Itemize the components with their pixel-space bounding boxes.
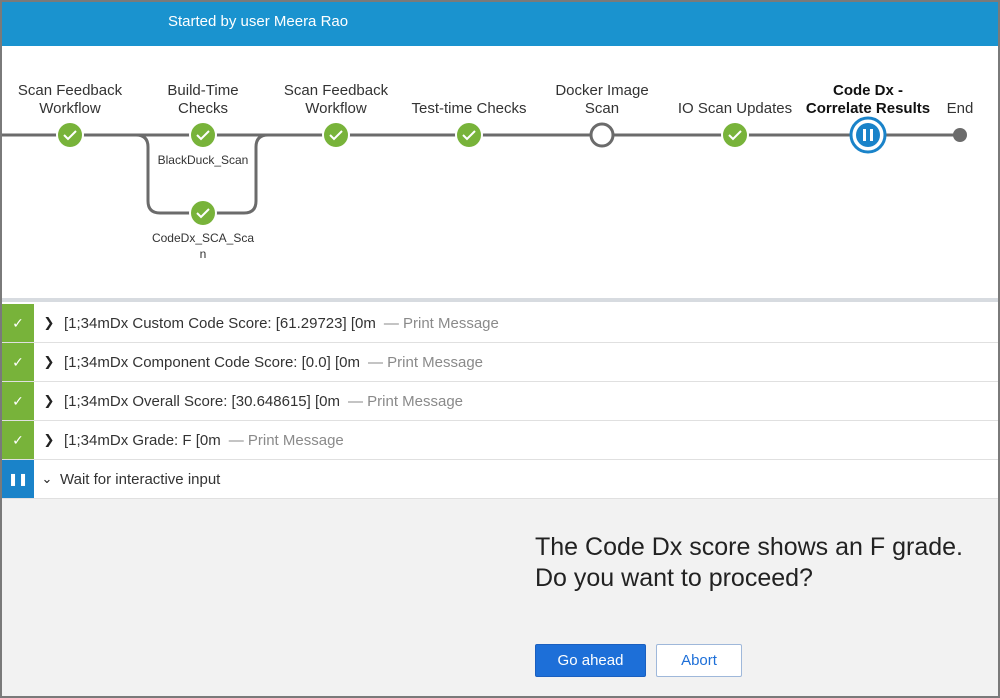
- step-text: [1;34mDx Grade: F [0m: [64, 431, 221, 449]
- pipeline-graph-svg: [2, 116, 967, 227]
- not-run-icon: [589, 122, 615, 148]
- step-row[interactable]: ✓ ❯ [1;34mDx Component Code Score: [0.0]…: [2, 343, 998, 382]
- interactive-input-panel: The Code Dx score shows an F grade. Do y…: [2, 499, 998, 696]
- question-line-2: Do you want to proceed?: [535, 564, 813, 592]
- step-text: [1;34mDx Overall Score: [30.648615] [0m: [64, 392, 340, 410]
- step-meta: — Print Message: [228, 431, 344, 449]
- check-icon: [728, 130, 742, 141]
- stage-node-docker-image-scan[interactable]: [589, 122, 615, 148]
- stage-label-scan-feedback-1: Scan Feedback Workflow: [17, 82, 123, 117]
- stage-label-code-dx-correlate: Code Dx - Correlate Results: [805, 82, 931, 117]
- stage-node-io-scan-updates[interactable]: [721, 121, 749, 149]
- graph-divider: [2, 298, 998, 302]
- check-icon: ✓: [12, 431, 24, 448]
- chevron-right-icon[interactable]: ❯: [43, 432, 55, 447]
- check-icon: [196, 208, 210, 219]
- go-ahead-button[interactable]: Go ahead: [535, 644, 646, 677]
- step-row-interactive-input[interactable]: ❚❚ ⌄ Wait for interactive input: [2, 460, 998, 499]
- chevron-down-icon[interactable]: ⌄: [41, 471, 53, 486]
- chevron-right-icon[interactable]: ❯: [43, 354, 55, 369]
- chevron-right-icon[interactable]: ❯: [43, 393, 55, 408]
- check-icon: ✓: [12, 392, 24, 409]
- success-status: ✓: [2, 421, 34, 459]
- stage-node-scan-feedback-2[interactable]: [322, 121, 350, 149]
- step-text: [1;34mDx Component Code Score: [0.0] [0m: [64, 353, 360, 371]
- stage-node-code-dx-correlate[interactable]: [849, 116, 887, 154]
- question-line-1: The Code Dx score shows an F grade.: [535, 533, 963, 561]
- pause-icon: [863, 129, 866, 141]
- check-icon: ✓: [12, 314, 24, 331]
- check-icon: ✓: [12, 353, 24, 370]
- step-meta: — Print Message: [383, 314, 499, 332]
- check-icon: [63, 130, 77, 141]
- stage-label-end: End: [946, 100, 974, 117]
- branch-node-codedx-sca-scan[interactable]: [189, 199, 217, 227]
- stage-label-scan-feedback-2: Scan Feedback Workflow: [283, 82, 389, 117]
- step-row[interactable]: ✓ ❯ [1;34mDx Custom Code Score: [61.2972…: [2, 304, 998, 343]
- stage-label-test-time-checks: Test-time Checks: [411, 100, 527, 117]
- success-status: ✓: [2, 343, 34, 381]
- stage-node-scan-feedback-1[interactable]: [56, 121, 84, 149]
- stage-label-docker-image-scan: Docker Image Scan: [555, 82, 649, 117]
- pipeline-graph: Scan Feedback Workflow Build-Time Checks…: [2, 46, 998, 298]
- pause-icon: ❚❚: [7, 472, 29, 486]
- stage-label-io-scan-updates: IO Scan Updates: [677, 100, 793, 117]
- step-meta: — Print Message: [347, 392, 464, 410]
- success-status: ✓: [2, 382, 34, 420]
- step-text: Wait for interactive input: [60, 470, 221, 488]
- success-status: ✓: [2, 304, 34, 342]
- stage-label-build-time-checks: Build-Time Checks: [167, 82, 239, 117]
- step-row[interactable]: ✓ ❯ [1;34mDx Grade: F [0m — Print Messag…: [2, 421, 998, 460]
- stage-node-test-time-checks[interactable]: [455, 121, 483, 149]
- check-icon: [462, 130, 476, 141]
- input-question: The Code Dx score shows an F grade. Do y…: [535, 532, 985, 594]
- branch-label-blackduck-scan: BlackDuck_Scan: [157, 153, 249, 167]
- started-by-text: Started by user Meera Rao: [168, 13, 349, 30]
- stage-node-end: [953, 128, 967, 142]
- check-icon: [196, 130, 210, 141]
- run-header: Started by user Meera Rao: [2, 2, 998, 46]
- paused-status: ❚❚: [2, 460, 34, 498]
- abort-button[interactable]: Abort: [656, 644, 742, 677]
- step-meta: — Print Message: [367, 353, 484, 371]
- step-row[interactable]: ✓ ❯ [1;34mDx Overall Score: [30.648615] …: [2, 382, 998, 421]
- branch-label-codedx-sca-scan: CodeDx_SCA_Sca n: [151, 231, 255, 261]
- chevron-right-icon[interactable]: ❯: [43, 315, 55, 330]
- step-text: [1;34mDx Custom Code Score: [61.29723] […: [64, 314, 376, 332]
- step-list: ✓ ❯ [1;34mDx Custom Code Score: [61.2972…: [2, 304, 998, 499]
- check-icon: [329, 130, 343, 141]
- stage-node-build-time-checks[interactable]: [189, 121, 217, 149]
